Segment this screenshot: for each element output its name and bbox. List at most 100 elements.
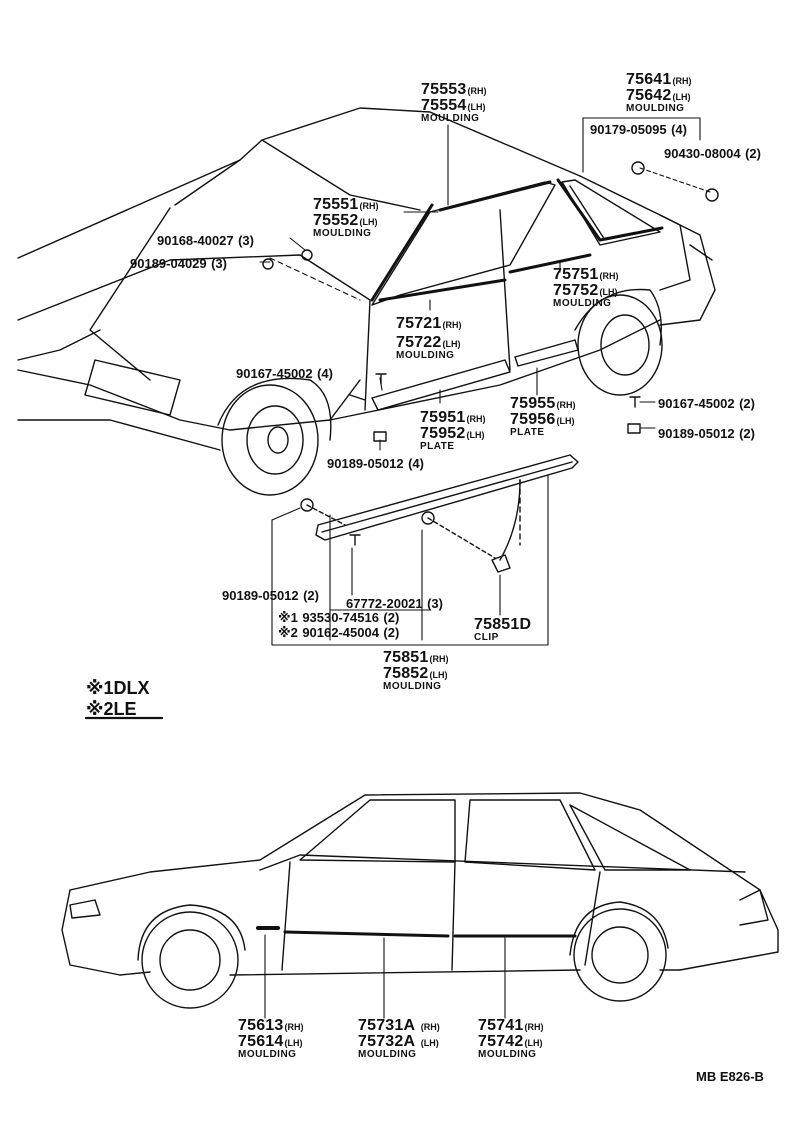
- part-number: 90189-04029: [130, 256, 207, 271]
- part-number: 75752: [553, 282, 599, 299]
- callout-75721: 75721(RH) 75722(LH) MOULDING: [396, 316, 462, 361]
- fastener-90167-a: 90167-45002 (4): [236, 366, 333, 382]
- side-lh: (LH): [672, 92, 691, 102]
- fastener-icons-top: [262, 161, 719, 442]
- part-description: PLATE: [510, 427, 545, 438]
- car-side-outline: [61, 792, 779, 1009]
- fastener-90189-04029: 90189-04029 (3): [130, 256, 227, 272]
- side-rh: (RH): [524, 1022, 544, 1032]
- side-lh: (LH): [599, 287, 618, 297]
- side-lh: (LH): [466, 430, 485, 440]
- fastener-90162: ※2 90162-45004 (2): [278, 625, 399, 641]
- part-number: 75641: [626, 71, 672, 88]
- quantity: (3): [238, 233, 254, 248]
- diagram-code: MB E826-B: [696, 1069, 764, 1084]
- part-number: 75851D: [474, 616, 532, 633]
- fastener-90189-c: 90189-05012 (2): [658, 426, 755, 442]
- part-number: 90167-45002: [236, 366, 313, 381]
- part-number: 75732A: [358, 1033, 416, 1050]
- part-number: 90168-40027: [157, 233, 234, 248]
- part-number: 75952: [420, 425, 466, 442]
- callout-75613: 75613(RH) 75614(LH) MOULDING: [238, 1018, 304, 1060]
- quantity: (2): [739, 396, 755, 411]
- car-top-outline: [17, 107, 716, 496]
- part-number: 75551: [313, 196, 359, 213]
- callout-75551: 75551(RH) 75552(LH) MOULDING: [313, 197, 379, 239]
- part-number: 90162-45004: [302, 625, 379, 640]
- side-rh: (RH): [420, 1022, 440, 1032]
- exploded-moulding: [300, 454, 579, 573]
- part-number: 75721: [396, 315, 442, 332]
- side-rh: (RH): [466, 414, 486, 424]
- quantity: (4): [671, 122, 687, 137]
- part-description: MOULDING: [478, 1049, 537, 1060]
- legend-mark: ※2: [86, 699, 114, 719]
- note-mark: ※1: [278, 610, 298, 625]
- part-number: 75731A: [358, 1017, 416, 1034]
- part-description: MOULDING: [626, 103, 685, 114]
- quantity: (2): [745, 146, 761, 161]
- fastener-90189-d: 90189-05012 (2): [222, 588, 319, 604]
- callout-75851D: 75851D CLIP: [474, 617, 531, 643]
- part-number: 75852: [383, 665, 429, 682]
- side-lh: (LH): [429, 670, 448, 680]
- side-lh: (LH): [442, 339, 461, 349]
- quantity: (4): [317, 366, 333, 381]
- legend-mark: ※1: [86, 678, 114, 698]
- part-number: 75722: [396, 334, 442, 351]
- part-number: 75554: [421, 97, 467, 114]
- part-description: MOULDING: [358, 1049, 417, 1060]
- part-number: 75851: [383, 649, 429, 666]
- quantity: (3): [427, 596, 443, 611]
- side-rh: (RH): [429, 654, 449, 664]
- fastener-90179: 90179-05095 (4): [590, 122, 687, 138]
- side-rh: (RH): [359, 201, 379, 211]
- part-description: MOULDING: [396, 350, 455, 361]
- part-description: MOULDING: [421, 113, 480, 124]
- side-lh: (LH): [467, 102, 486, 112]
- part-number: 90179-05095: [590, 122, 667, 137]
- side-rh: (RH): [442, 320, 462, 330]
- part-number: 90189-05012: [658, 426, 735, 441]
- part-number: 75553: [421, 81, 467, 98]
- callout-75741: 75741(RH) 75742(LH) MOULDING: [478, 1018, 544, 1060]
- part-number: 75613: [238, 1017, 284, 1034]
- note-mark: ※2: [278, 625, 298, 640]
- legend-text: LE: [113, 699, 137, 719]
- side-rh: (RH): [556, 400, 576, 410]
- side-lh: (LH): [556, 416, 575, 426]
- part-number: 75956: [510, 411, 556, 428]
- quantity: (4): [408, 456, 424, 471]
- side-lh: (LH): [420, 1038, 439, 1048]
- part-number: 75741: [478, 1017, 524, 1034]
- side-lh: (LH): [524, 1038, 543, 1048]
- callout-75553: 75553(RH) 75554(LH) MOULDING: [421, 82, 487, 124]
- legend-text: DLX: [113, 678, 150, 698]
- part-description: CLIP: [474, 632, 499, 643]
- callout-75641: 75641(RH) 75642(LH) MOULDING: [626, 72, 692, 114]
- side-lh: (LH): [359, 217, 378, 227]
- part-number: 75552: [313, 212, 359, 229]
- fastener-93530: ※1 93530-74516 (2): [278, 610, 399, 626]
- callout-75955: 75955(RH) 75956(LH) PLATE: [510, 396, 576, 438]
- part-number: 75614: [238, 1033, 284, 1050]
- part-number: 90189-05012: [222, 588, 299, 603]
- quantity: (2): [383, 610, 400, 625]
- part-number: 75955: [510, 395, 556, 412]
- side-lh: (LH): [284, 1038, 303, 1048]
- callout-75751: 75751(RH) 75752(LH) MOULDING: [553, 267, 619, 309]
- fastener-90430: 90430-08004 (2): [664, 146, 761, 162]
- fastener-90189-b: 90189-05012 (4): [327, 456, 424, 472]
- callout-75731A: 75731A (RH) 75732A (LH) MOULDING: [358, 1018, 440, 1060]
- leader-lines-bottom: [264, 934, 506, 1019]
- part-description: MOULDING: [313, 228, 372, 239]
- side-rh: (RH): [467, 86, 487, 96]
- part-number: 90189-05012: [327, 456, 404, 471]
- part-number: 75951: [420, 409, 466, 426]
- fastener-90167-b: 90167-45002 (2): [658, 396, 755, 412]
- part-description: MOULDING: [383, 681, 442, 692]
- leader-lines-mid: [271, 474, 549, 646]
- callout-75851: 75851(RH) 75852(LH) MOULDING: [383, 650, 449, 692]
- fastener-67772: 67772-20021 (3): [346, 596, 443, 612]
